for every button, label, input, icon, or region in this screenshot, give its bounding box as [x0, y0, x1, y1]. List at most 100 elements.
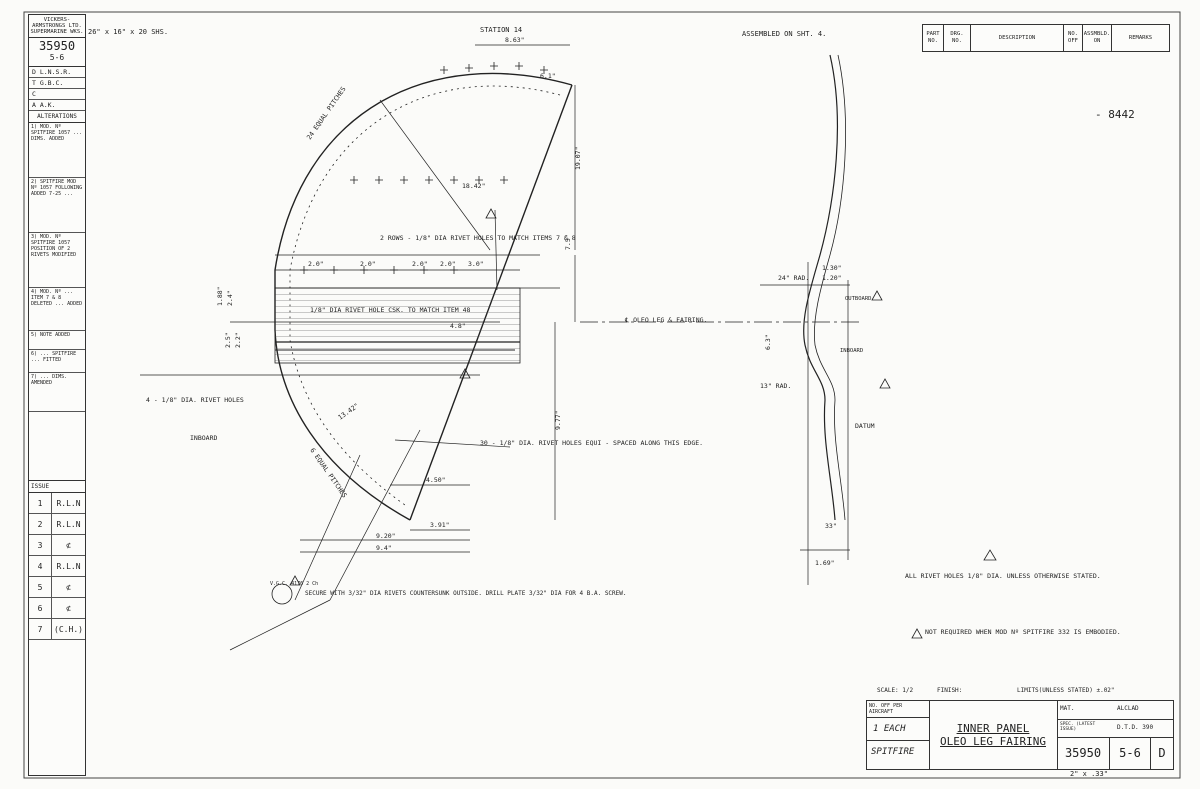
rivet-line-outer: [289, 85, 561, 506]
dim-13-rad: 13" RAD.: [760, 382, 791, 390]
no-off-cell: NO. OFF PER AIRCRAFT 1 EACH SPITFIRE: [867, 701, 930, 769]
sheet-border: [23, 11, 1181, 779]
no-off-label: NO. OFF PER AIRCRAFT: [867, 701, 929, 718]
scale-label: SCALE: 1/2: [877, 687, 914, 694]
hatched-reinforcement-band: [274, 287, 521, 364]
material-value: ALCLAD: [1117, 705, 1139, 712]
station-label: STATION 14: [480, 26, 522, 34]
issue-by: R.L.N: [56, 561, 81, 571]
parts-list-header: PART NO. DRG. NO. DESCRIPTION NO. OFF AS…: [922, 24, 1170, 52]
issue-by: R.L.N: [56, 498, 81, 508]
dim-1842: 18.42": [462, 182, 485, 190]
dim-120: 1.20": [822, 274, 842, 282]
aircraft-name: SPITFIRE: [867, 740, 929, 763]
initials-draughtsman: D L.N.S.R.: [29, 67, 85, 78]
label-inboard-side: INBOARD: [840, 348, 863, 354]
sidebar-drawing-number: 35950: [38, 39, 76, 53]
col-drg-no: DRG. NO.: [944, 25, 971, 51]
limits-label: LIMITS(UNLESS STATED) ±.02": [1017, 687, 1115, 694]
dim-1907: 19.07": [574, 147, 582, 170]
issue-row: 7(C.H.): [29, 619, 85, 640]
label-ref-circle: V.G.C. 4176 2 Ch: [270, 581, 318, 587]
issue-number: 4: [29, 556, 52, 576]
issue-number: 7: [29, 619, 52, 639]
dim-25: 2.5": [224, 332, 232, 348]
issue-by: ⊄: [66, 582, 71, 592]
spec-label: SPEC. (LATEST ISSUE): [1060, 722, 1096, 732]
spec-row: SPEC. (LATEST ISSUE) D.T.D. 390: [1057, 719, 1173, 738]
title-line-2: OLEO LEG FAIRING: [940, 735, 1046, 748]
issue-row: 4 R.L.N: [29, 556, 85, 577]
label-inboard: INBOARD: [190, 434, 217, 442]
label-oleo-centre: ℄ OLEO LEG & FAIRING.: [624, 316, 707, 324]
issue-row: 2 R.L.N: [29, 514, 85, 535]
issue-number: 2: [29, 514, 52, 534]
alterations-title: ALTERATIONS: [29, 111, 85, 123]
material-label: MAT.: [1060, 705, 1075, 712]
issue-number: 6: [29, 598, 52, 618]
col-remarks: REMARKS: [1128, 34, 1153, 41]
issue-number: 5: [29, 577, 52, 597]
dim-20a: 2.0": [308, 260, 324, 268]
revision-sidebar: VICKERS-ARMSTRONGS LTD. SUPERMARINE WKS.…: [28, 14, 86, 776]
side-view-profile: [760, 54, 850, 585]
material-row: MAT. ALCLAD: [1057, 701, 1173, 720]
dim-24-rad: 24" RAD.: [778, 274, 809, 282]
issue-number: 1: [29, 493, 52, 513]
dim-130: 1.30": [822, 264, 842, 272]
title-sheet-number: 5-6: [1110, 737, 1151, 769]
alteration-7: 7) ... DIMS. AMENDED: [29, 373, 85, 412]
dim-1342: 13.42": [337, 402, 361, 422]
alteration-3: 3) MOD. Nº SPITFIRE 1057 POSITION OF 2 R…: [29, 233, 85, 288]
title-block: SCALE: 1/2 FINISH: LIMITS(UNLESS STATED)…: [866, 687, 1174, 770]
dim-30: 3.0": [468, 260, 484, 268]
sheet-size-note: 26" x 16" x 20 SHS.: [88, 28, 168, 36]
issue-row: 5⊄: [29, 577, 85, 598]
dim-169: 1.69": [815, 559, 835, 567]
sidebar-sheet-number: 5-6: [49, 53, 65, 62]
dim-22: 2.2": [234, 332, 242, 348]
col-part-no: PART NO.: [923, 25, 944, 51]
label-outboard-side: OUTBOARD: [845, 296, 872, 302]
issue-triangles: [289, 208, 997, 639]
issue-number: 3: [29, 535, 52, 555]
company-name: VICKERS-ARMSTRONGS LTD. SUPERMARINE WKS.: [29, 15, 85, 38]
dim-391: 3.91": [430, 521, 450, 529]
issue-by: ⊄: [66, 540, 71, 550]
dim-24: 2.4": [226, 290, 234, 306]
col-assembled-on: ASSMBLD. ON: [1083, 25, 1112, 51]
alteration-2: 2) SPITFIRE MOD Nº 1057 FOLLOWING ADDED …: [29, 178, 85, 233]
title-issue-letter: D: [1158, 746, 1166, 760]
alteration-4: 4) MOD. Nº ... ITEM 7 & 8 DELETED ... AD…: [29, 288, 85, 331]
dim-33: 33": [825, 522, 837, 530]
weight-note: 2" x .33": [1070, 770, 1108, 778]
label-datum: DATUM: [855, 422, 875, 430]
label-rivet-holes-4: 4 - 1/8" DIA. RIVET HOLES: [146, 396, 244, 404]
col-no-off: NO. OFF: [1064, 25, 1083, 51]
drawing-labels: 24 EQUAL PITCHES 6 EQUAL PITCHES 2 ROWS …: [146, 85, 1121, 636]
label-rivet-hole-csk: 1/8" DIA RIVET HOLE CSK. TO MATCH ITEM 4…: [310, 306, 471, 314]
dimension-lines: [300, 44, 576, 553]
dim-450: 4.50": [426, 476, 446, 484]
issue-by: ⊄: [66, 603, 71, 613]
alteration-5: 5) NOTE ADDED: [29, 331, 85, 350]
title-line-1: INNER PANEL: [956, 722, 1030, 735]
issue-by: R.L.N: [56, 519, 81, 529]
sidebar-drawing-no: 35950 5-6: [29, 38, 85, 67]
label-rows-rivets: 2 ROWS - 1/8" DIA RIVET HOLES TO MATCH I…: [380, 234, 576, 242]
spec-value: D.T.D. 390: [1117, 724, 1154, 731]
dim-20d: 2.0": [440, 260, 456, 268]
dimension-values: 8.63" 6.1" 19.07" 7.5" 9.77" 18.42" 2.0"…: [216, 36, 842, 567]
col-description: DESCRIPTION: [971, 25, 1064, 51]
title-cell: INNER PANEL OLEO LEG FAIRING: [929, 701, 1058, 769]
issue-title: ISSUE: [29, 480, 85, 493]
dim-63: 6.3": [764, 334, 772, 350]
title-drawing-number: 35950: [1057, 737, 1110, 769]
leader-lines: [229, 99, 511, 651]
label-rivet-holes-30: 30 - 1/8" DIA. RIVET HOLES EQUI - SPACED…: [480, 439, 703, 447]
alteration-6: 6) ... SPITFIRE ... FITTED: [29, 350, 85, 373]
label-all-rivets: ALL RIVET HOLES 1/8" DIA. UNLESS OTHERWI…: [905, 572, 1101, 580]
dim-920: 9.20": [376, 532, 396, 540]
dim-977: 9.77": [554, 410, 562, 430]
